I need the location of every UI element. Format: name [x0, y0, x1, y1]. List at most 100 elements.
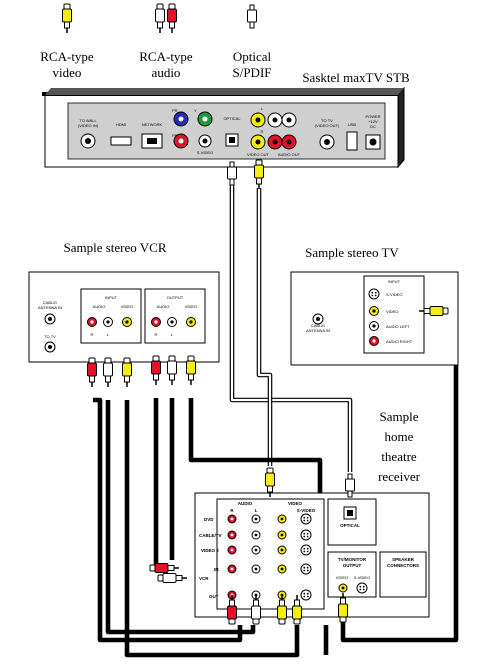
- receiver-speaker-label-1: SPEAKER: [392, 557, 415, 562]
- receiver-row-out: OUT: [209, 594, 219, 599]
- stb-audio-out-label: AUDIO OUT: [278, 152, 301, 157]
- receiver-tv-monitor-panel: [327, 551, 377, 598]
- vcr-output-label: OUTPUT: [167, 295, 184, 300]
- receiver-dvd-svideo-jack[interactable]: [300, 513, 312, 525]
- receiver-optical-panel: [327, 498, 377, 546]
- stb-usb-label: USB: [348, 122, 357, 127]
- legend-optical-label-2: S/PDIF: [232, 65, 271, 80]
- receiver-speaker-panel: [379, 551, 427, 598]
- stb-r-label: R: [261, 129, 264, 134]
- receiver-dvd-audio-r-jack[interactable]: [227, 514, 237, 524]
- legend-video-plug-icon: [61, 3, 73, 34]
- receiver-svideo-label: S-VIDEO: [297, 508, 316, 513]
- receiver-dvd-video-jack[interactable]: [277, 514, 287, 524]
- receiver-row-dvd: DVD: [204, 517, 214, 522]
- receiver-title-2: home: [385, 429, 414, 444]
- tv-device: Sample stereo TV CABLE/ ANTENNA IN INPUT…: [290, 245, 459, 366]
- receiver-video2-svideo-jack[interactable]: [300, 544, 312, 556]
- vcr-input-audio-label: AUDIO: [93, 304, 106, 309]
- receiver-monitor-svideo-label: S-VIDEO: [354, 575, 370, 580]
- receiver-monitor-video-jack[interactable]: [338, 583, 348, 593]
- vcr-output-audio-right-jack[interactable]: [151, 317, 161, 327]
- tv-audio-left-jack[interactable]: [369, 321, 379, 331]
- legend-audio-label-1: RCA-type: [139, 49, 193, 64]
- receiver-jacks: [227, 513, 312, 601]
- stb-to-tv-label-1: TO TV: [321, 118, 333, 123]
- vcr-input-label: INPUT: [105, 295, 118, 300]
- stb-l-label: L: [261, 106, 264, 111]
- receiver-row-cabletv: CABLE/TV: [199, 533, 222, 538]
- tv-audio-right-jack[interactable]: [369, 336, 379, 346]
- stb-title: Sasktel maxTV STB: [302, 70, 410, 85]
- vcr-input-audio-right-jack[interactable]: [87, 317, 97, 327]
- tv-audio-right-label: AUDIO RIGHT: [386, 339, 413, 344]
- stb-video-plug-icon: [253, 159, 265, 190]
- vcr-output-audio-left-jack[interactable]: [167, 317, 177, 327]
- vcr-output-video-jack[interactable]: [186, 317, 196, 327]
- vcr-output-r-label: R: [155, 332, 158, 337]
- receiver-l-label: L: [255, 508, 258, 513]
- receiver-dvd-audio-l-jack[interactable]: [251, 514, 261, 524]
- vcr-antenna-label-2: ANTENNA IN: [38, 305, 62, 310]
- receiver-cabletv-audio-l-jack[interactable]: [251, 530, 261, 540]
- stb-video-out-label: VIDEO OUT: [247, 152, 270, 157]
- stb-to-wall-label-1: TO WALL: [79, 118, 97, 123]
- stb-usb-port[interactable]: [346, 131, 358, 151]
- receiver-vcrin-audio-l-jack[interactable]: [251, 564, 261, 574]
- tv-svideo-label: S-VIDEO: [386, 292, 402, 297]
- receiver-row-in: IN: [214, 567, 219, 572]
- legend-audio-label-2: audio: [152, 65, 181, 80]
- receiver-vcrin-svideo-jack[interactable]: [300, 563, 312, 575]
- stb-power-label-2: +12V: [368, 119, 378, 124]
- vcr-output-audio-label: AUDIO: [157, 304, 170, 309]
- receiver-row-vcr: VCR: [199, 576, 209, 581]
- receiver-speaker-label-2: CONNECTORS: [387, 563, 419, 568]
- receiver-video-label: VIDEO: [288, 501, 303, 506]
- receiver-cabletv-audio-r-jack[interactable]: [227, 530, 237, 540]
- legend-optical-plug-icon: [247, 4, 257, 29]
- stb-y-label: Y: [194, 108, 197, 113]
- tv-svideo-jack[interactable]: [368, 288, 380, 300]
- vcr-to-tv-label: TO TV: [44, 334, 56, 339]
- receiver-video2-video-jack[interactable]: [277, 545, 287, 555]
- stb-hdmi-port[interactable]: [110, 136, 132, 146]
- receiver-monitor-video-label: VIDEO: [336, 575, 348, 580]
- stb-pb-label: PB: [172, 133, 178, 138]
- stb-network-label: NETWORK: [142, 122, 163, 127]
- receiver-device: Sample home theatre receiver AUDIO VIDEO…: [149, 409, 430, 625]
- receiver-audio-label: AUDIO: [238, 501, 253, 506]
- receiver-vcrout-svideo-jack[interactable]: [300, 589, 312, 601]
- stb-power-label-3: DC: [370, 124, 376, 129]
- stb-to-tv-label-2: (VIDEO OUT): [315, 123, 340, 128]
- vcr-input-l-label: L: [107, 332, 110, 337]
- tv-audio-left-label: AUDIO LEFT: [386, 324, 410, 329]
- receiver-cabletv-svideo-jack[interactable]: [300, 529, 312, 541]
- receiver-tv-monitor-label-2: OUTPUT: [343, 563, 362, 568]
- receiver-title-4: receiver: [378, 469, 421, 484]
- vcr-input-panel: [80, 288, 142, 344]
- vcr-output-l-label: L: [171, 332, 174, 337]
- legend-video-label-2: video: [53, 65, 82, 80]
- vcr-device: Sample stereo VCR CABLE/ ANTENNA IN TO T…: [28, 240, 220, 388]
- receiver-tv-monitor-label-1: TV/MONITOR: [338, 557, 367, 562]
- tv-video-label: VIDEO: [386, 309, 398, 314]
- receiver-vcrin-video-jack[interactable]: [277, 564, 287, 574]
- stb-device: Sasktel maxTV STB TO WALL (VIDEO IN) HDM…: [42, 70, 410, 190]
- vcr-input-video-jack[interactable]: [122, 317, 132, 327]
- vcr-input-audio-left-jack[interactable]: [103, 317, 113, 327]
- receiver-title-1: Sample: [380, 409, 419, 424]
- vcr-title: Sample stereo VCR: [63, 240, 166, 255]
- receiver-video2-audio-l-jack[interactable]: [251, 545, 261, 555]
- receiver-monitor-svideo-jack[interactable]: [356, 582, 368, 594]
- tv-video-jack[interactable]: [369, 306, 379, 316]
- receiver-video2-audio-r-jack[interactable]: [227, 545, 237, 555]
- vcr-antenna-label-1: CABLE/: [43, 300, 58, 305]
- stb-optical-label: OPTICAL: [223, 116, 241, 121]
- stb-power-label-1: POWER: [365, 114, 380, 119]
- vcr-output-video-label: VIDEO: [185, 304, 197, 309]
- receiver-cabletv-video-jack[interactable]: [277, 530, 287, 540]
- legend-optical-label-1: Optical: [233, 49, 272, 64]
- receiver-row-video2: VIDEO 2: [201, 548, 219, 553]
- receiver-vcrin-audio-r-jack[interactable]: [227, 564, 237, 574]
